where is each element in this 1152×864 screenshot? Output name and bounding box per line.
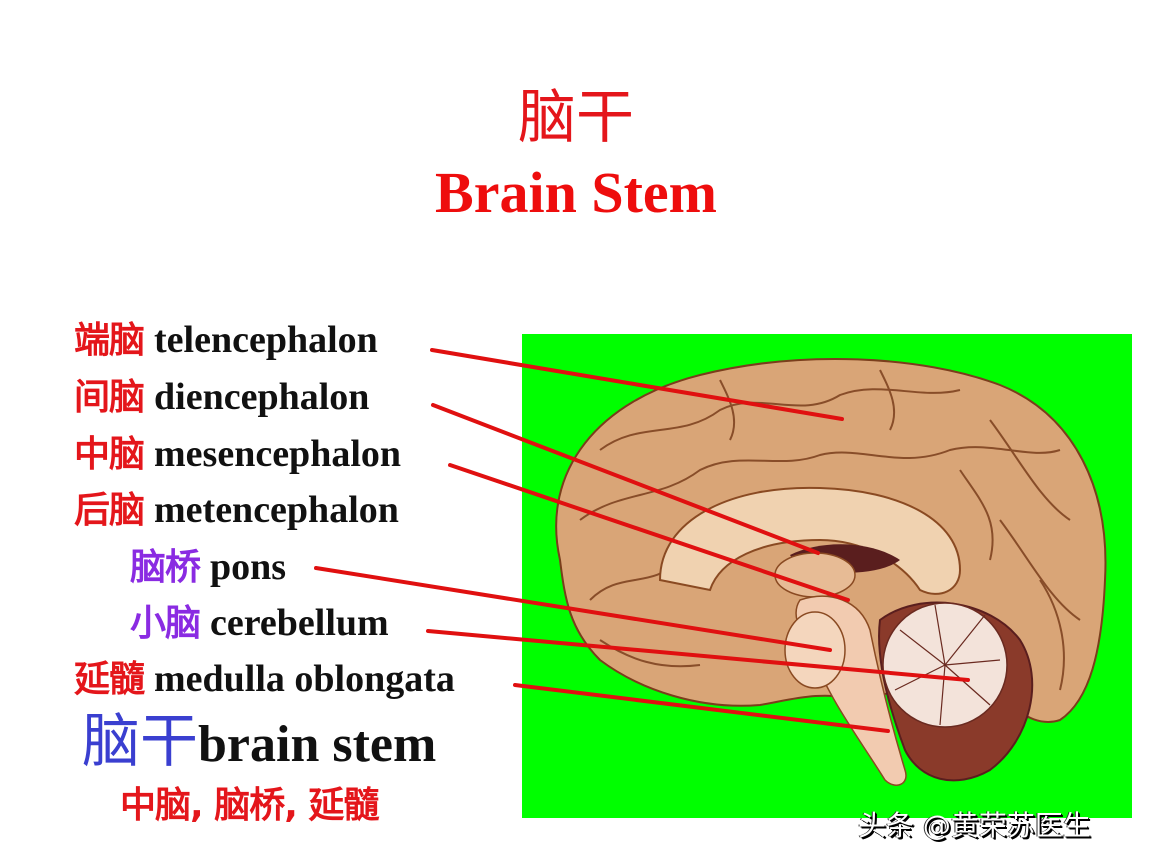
- label-cn: 小脑: [130, 603, 201, 644]
- label-en: telencephalon: [154, 319, 378, 361]
- label-en: pons: [210, 546, 287, 588]
- label-cn: 中脑: [74, 434, 145, 475]
- label-cn: 脑桥: [130, 547, 201, 588]
- title-english: Brain Stem: [435, 160, 717, 225]
- brain-stem-summary: 脑干brain stem: [82, 706, 436, 792]
- brain-stem-cn: 脑干: [82, 707, 199, 775]
- label-en: metencephalon: [154, 489, 399, 531]
- brain-stem-en: brain stem: [198, 716, 437, 773]
- label-en: diencephalon: [154, 376, 370, 418]
- label-cn: 间脑: [74, 377, 145, 418]
- label-en: mesencephalon: [154, 433, 402, 475]
- brain-stem-components: 中脑, 脑桥, 延髓: [120, 785, 379, 826]
- watermark: 头条 @黄荣苏医生: [858, 809, 1091, 842]
- title-chinese: 脑干: [517, 83, 634, 151]
- label-en: medulla oblongata: [154, 658, 455, 700]
- label-en: cerebellum: [210, 602, 389, 644]
- label-cn: 端脑: [74, 320, 145, 361]
- brain-figure-background: [522, 334, 1132, 818]
- label-cn: 后脑: [74, 490, 145, 531]
- label-cn: 延髓: [74, 659, 145, 700]
